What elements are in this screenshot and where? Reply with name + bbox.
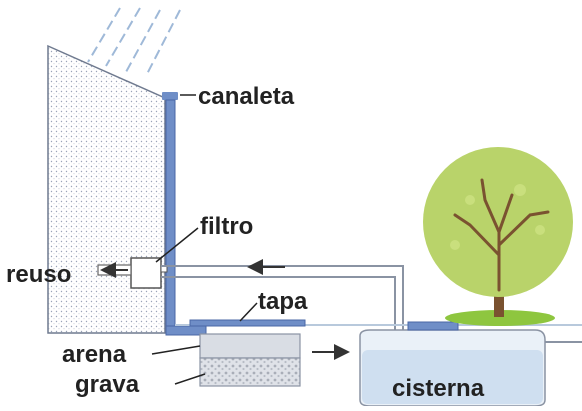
leader-tapa xyxy=(239,302,258,322)
label-cisterna: cisterna xyxy=(392,375,485,402)
gravel-layer xyxy=(199,357,301,387)
cistern-water xyxy=(362,350,543,404)
filter-lid xyxy=(189,319,306,327)
label-canaleta: canaleta xyxy=(198,83,295,110)
label-filtro: filtro xyxy=(200,213,253,240)
label-grava: grava xyxy=(75,371,140,398)
leader-arena xyxy=(151,345,201,355)
label-tapa: tapa xyxy=(258,288,308,315)
rain-streaks xyxy=(87,7,181,77)
gutter xyxy=(162,92,178,100)
cistern-lid xyxy=(407,321,459,331)
label-arena: arena xyxy=(62,341,127,368)
leader-filtro xyxy=(155,227,199,263)
leader-grava xyxy=(174,373,206,385)
label-reuso: reuso xyxy=(6,261,71,288)
building-wall xyxy=(47,44,166,334)
tree-icon xyxy=(423,147,573,326)
sand-layer xyxy=(199,333,301,359)
downspout-pipe xyxy=(165,99,176,336)
